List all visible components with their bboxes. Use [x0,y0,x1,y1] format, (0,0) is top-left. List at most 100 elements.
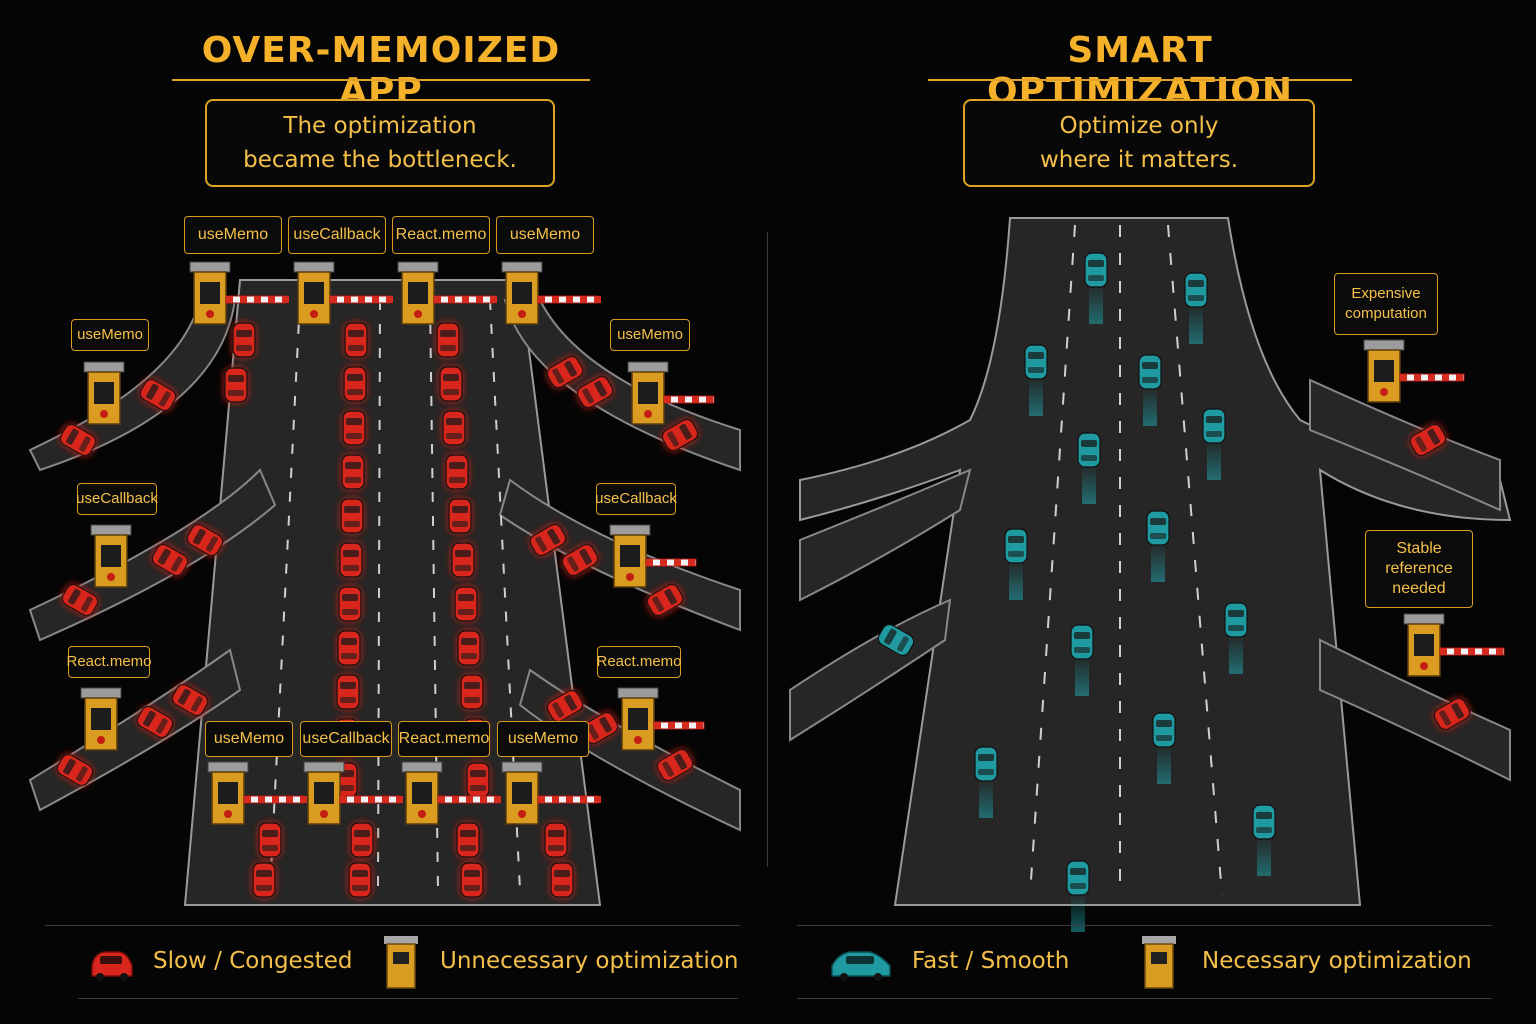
car [1146,510,1170,582]
toll-booth [293,261,393,325]
right-booth-label-1: useMemo [610,319,690,351]
legend-top-rule-left [45,925,740,926]
car [466,762,490,798]
booth-legend-icon-left [384,936,418,989]
top-booth-label-3: React.memo [392,216,490,254]
smooth-cars [877,252,1471,932]
car [56,753,94,787]
legend-unnecessary-label: Unnecessary optimization [440,948,739,974]
toll-booth [397,261,497,325]
stable-line2: reference [1385,560,1453,577]
car [451,542,475,578]
car [171,683,209,717]
car [581,711,619,745]
toll-booth [303,761,403,825]
car [344,322,368,358]
bottom-booth-label-2: useCallback [300,721,392,757]
car [1066,860,1090,932]
stable-line3: needed [1392,580,1446,597]
expensive-computation-label: Expensive computation [1334,273,1438,335]
left-title-underline [172,79,590,81]
toll-booth [90,524,132,588]
car [61,583,99,617]
car [1152,712,1176,784]
toll-booth [609,524,697,588]
legend-bottom-rule-right [797,998,1492,999]
car [529,523,567,557]
bottom-booth-label-4: useMemo [497,721,589,757]
car [186,523,224,557]
car [454,586,478,622]
car [342,410,366,446]
left-caption-line2: became the bottleneck. [243,147,517,173]
toll-booth [617,687,705,751]
car [224,367,248,403]
car [439,366,463,402]
toll-booth [80,687,122,751]
top-booth-label-2: useCallback [288,216,386,254]
car [337,630,361,666]
right-caption-box: Optimize only where it matters. [963,99,1315,187]
car [1077,432,1101,504]
toll-booth [207,761,307,825]
left-booth-label-3: React.memo [66,646,152,678]
toll-booth [501,261,601,325]
car [338,586,362,622]
car [59,423,97,457]
car [1252,804,1276,876]
car [343,366,367,402]
car [445,454,469,490]
car [436,322,460,358]
panel-divider [767,232,768,867]
car [348,862,372,898]
car [656,748,694,782]
car [561,543,599,577]
legend-slow-label: Slow / Congested [153,948,353,974]
car [1138,354,1162,426]
car [1070,624,1094,696]
car [460,862,484,898]
car [442,410,466,446]
car [1084,252,1108,324]
car [974,746,998,818]
bottom-booth-label-3: React.memo [398,721,490,757]
car [151,543,189,577]
legend-top-rule-right [797,925,1492,926]
car [576,375,614,409]
toll-booth [501,761,601,825]
top-booth-label-4: useMemo [496,216,594,254]
car [1409,423,1447,457]
car [546,355,584,389]
car [341,454,365,490]
car [457,630,481,666]
legend-necessary-label: Necessary optimization [1202,948,1472,974]
toll-booth [1403,613,1505,677]
stable-line1: Stable [1396,540,1442,557]
right-caption-line1: Optimize only [1059,113,1219,139]
left-panel-title: OVER-MEMOIZED APP [201,30,561,112]
toll-booth [401,761,501,825]
car [646,583,684,617]
car [1202,408,1226,480]
car [136,705,174,739]
car [460,674,484,710]
car [448,498,472,534]
car [456,822,480,858]
car [139,378,177,412]
toll-booth [1363,339,1465,403]
car [1224,602,1248,674]
toll-booth [627,361,715,425]
car [350,822,374,858]
right-caption-line2: where it matters. [1039,147,1239,173]
car [1433,697,1471,731]
car [340,498,364,534]
car [661,418,699,452]
right-title-underline [928,79,1352,81]
stable-reference-label: Stable reference needed [1365,530,1473,608]
bottom-booth-label-1: useMemo [205,721,293,757]
right-booth-label-3: React.memo [596,646,682,678]
necessary-toll-booths [1363,339,1505,677]
left-caption-box: The optimization became the bottleneck. [205,99,555,187]
toll-booth [189,261,289,325]
